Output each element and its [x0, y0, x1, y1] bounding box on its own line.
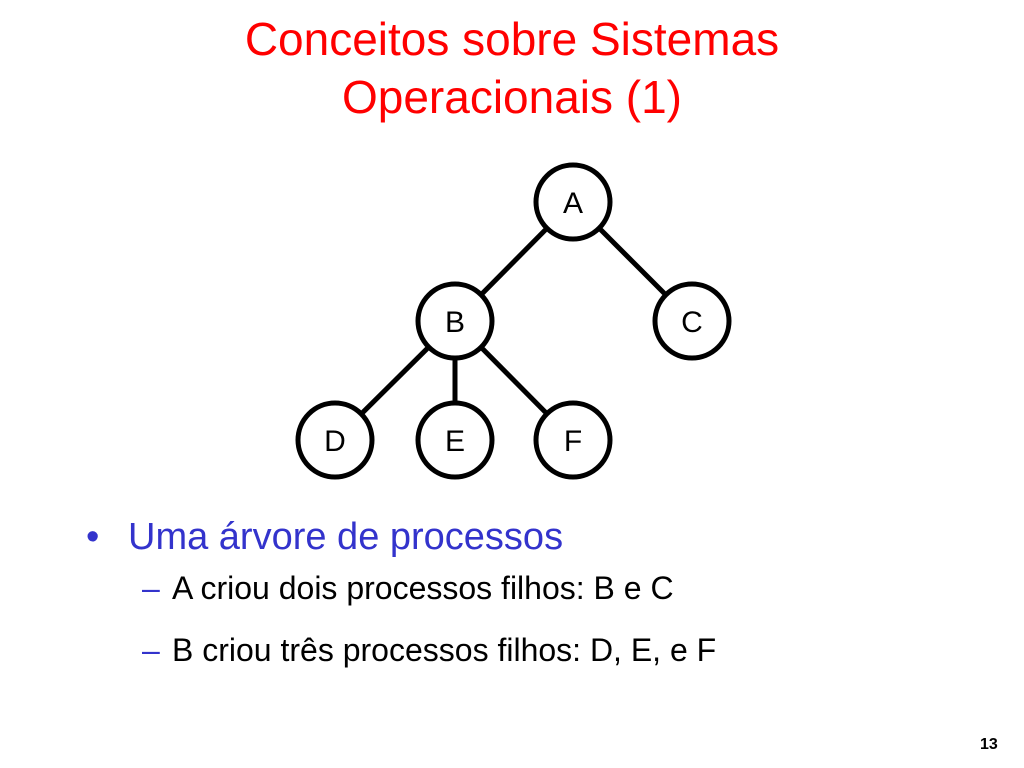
node-label-f: F: [564, 425, 582, 458]
node-a: [533, 162, 613, 242]
node-label-a: A: [563, 187, 583, 220]
node-f: [533, 400, 613, 480]
node-label-d: D: [324, 425, 346, 458]
sub-bullet-text: A criou dois processos filhos: B e C: [172, 570, 674, 606]
edge-b-d: [359, 345, 431, 416]
slide-title-line-1: Conceitos sobre Sistemas: [244, 13, 780, 65]
edge-a-c: [597, 226, 668, 297]
bullet-marker: •: [86, 516, 100, 558]
sub-bullet-marker: –: [142, 570, 160, 606]
edge-b-f: [479, 345, 549, 416]
node-label-e: E: [445, 425, 465, 458]
sub-bullet-list: – A criou dois processos filhos: B e C –…: [86, 568, 716, 692]
slide-title-line-2: Operacionais (1): [341, 71, 683, 123]
node-label-b: B: [445, 306, 465, 339]
sub-bullet-text: B criou três processos filhos: D, E, e F: [172, 632, 717, 668]
sub-bullet-item: – A criou dois processos filhos: B e C: [86, 568, 716, 608]
bullet-item: • Uma árvore de processos: [86, 512, 563, 562]
process-tree-diagram: A B C D E F: [295, 162, 732, 480]
slide-title: Conceitos sobre Sistemas Operacionais (1…: [0, 10, 1024, 126]
node-d: [295, 400, 375, 480]
node-b: [415, 281, 495, 361]
bullet-list: • Uma árvore de processos: [86, 512, 563, 562]
sub-bullet-item: – B criou três processos filhos: D, E, e…: [86, 630, 716, 670]
page-number: 13: [980, 736, 998, 753]
bullet-text: Uma árvore de processos: [128, 516, 564, 558]
node-c: [652, 281, 732, 361]
sub-bullet-marker: –: [142, 632, 160, 668]
node-e: [415, 400, 495, 480]
node-label-c: C: [681, 306, 703, 339]
edge-a-b: [479, 226, 549, 297]
